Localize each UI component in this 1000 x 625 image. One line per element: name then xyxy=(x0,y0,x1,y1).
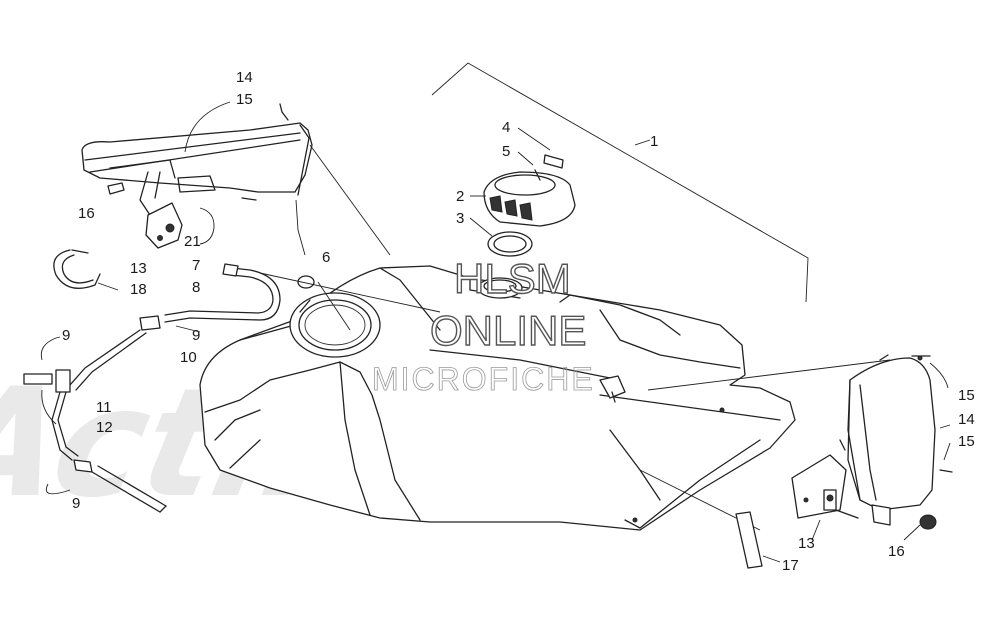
callout-9-middle: 9 xyxy=(192,327,200,344)
hose-assembly xyxy=(23,263,281,513)
watermark: HLSM ONLINE MICROFICHE xyxy=(372,254,595,397)
side-cover-right xyxy=(839,354,953,526)
callout-15-top: 15 xyxy=(236,91,253,108)
callout-17: 17 xyxy=(782,557,799,574)
grommet-16-left xyxy=(107,182,125,195)
watermark-line3: MICROFICHE xyxy=(372,361,595,397)
callout-5: 5 xyxy=(502,143,510,160)
callout-7: 7 xyxy=(192,257,200,274)
watermark-line1: HLSM xyxy=(454,255,571,302)
callout-3: 3 xyxy=(456,210,464,227)
callout-11: 11 xyxy=(96,399,112,416)
seat-part xyxy=(81,122,313,219)
callout-13-left: 13 xyxy=(130,260,147,277)
callout-1: 1 xyxy=(650,133,658,150)
callout-2: 2 xyxy=(456,188,464,205)
callout-16-left: 16 xyxy=(78,205,95,222)
callout-4: 4 xyxy=(502,119,510,136)
callout-14-top: 14 xyxy=(236,69,253,86)
callout-16-right: 16 xyxy=(888,543,905,560)
clamp-18 xyxy=(53,249,119,291)
callout-13-right: 13 xyxy=(798,535,815,552)
callout-18: 18 xyxy=(130,281,147,298)
callout-9-upper: 9 xyxy=(62,327,70,344)
callout-15-right-bottom: 15 xyxy=(958,433,975,450)
washer-6 xyxy=(297,275,351,331)
grommet-16-right xyxy=(919,514,937,530)
watermark-line2: ONLINE xyxy=(430,307,586,354)
callout-21: 21 xyxy=(184,233,201,250)
fuel-cap-assembly xyxy=(469,127,576,257)
bracket-13-right xyxy=(791,454,859,519)
callout-9-lower: 9 xyxy=(72,495,80,512)
sleeve-17 xyxy=(735,511,781,569)
callout-10: 10 xyxy=(180,349,197,366)
callout-6: 6 xyxy=(322,249,330,266)
screw-15-top xyxy=(241,103,289,201)
callout-12: 12 xyxy=(96,419,113,436)
fuel-tank xyxy=(199,265,796,531)
callouts: 14 15 16 21 13 18 6 7 8 9 10 11 12 9 9 4… xyxy=(62,69,975,574)
callout-8: 8 xyxy=(192,279,200,296)
assembly-bracket xyxy=(431,62,809,303)
bracket-21 xyxy=(145,202,183,249)
callout-14-right: 14 xyxy=(958,411,975,428)
callout-15-right-top: 15 xyxy=(958,387,975,404)
